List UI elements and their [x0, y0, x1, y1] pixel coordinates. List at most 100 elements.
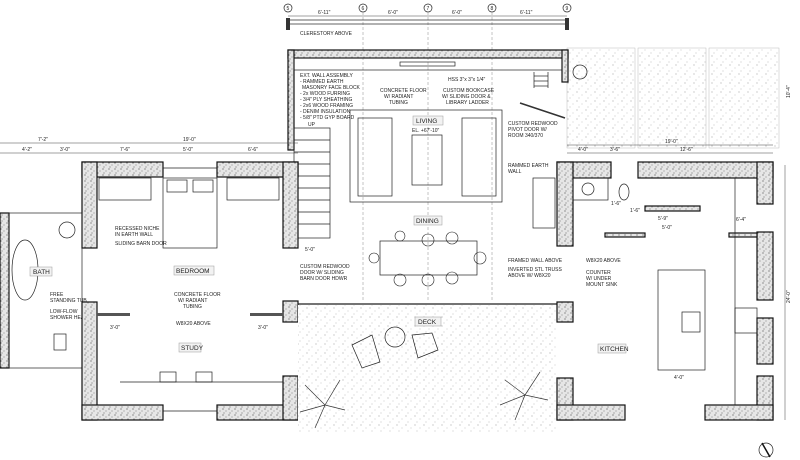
- note-truss: INVERTED STL TRUSS ABOVE W/ W8X20: [508, 267, 562, 279]
- dimension: 4'-2": [22, 147, 32, 153]
- dimension: 5'-0": [183, 147, 193, 153]
- lounge-chair: [351, 334, 381, 369]
- grid-marker: 5: [287, 6, 290, 12]
- note-sliding-barn: SLIDING BARN DOOR: [115, 241, 167, 247]
- dining-chairs: [368, 230, 487, 287]
- dining-table: [379, 240, 478, 276]
- svg-text:- 2x6 WOOD FRAMING: - 2x6 WOOD FRAMING: [300, 103, 353, 109]
- svg-text:DOOR W/ SLIDING: DOOR W/ SLIDING: [300, 270, 344, 276]
- svg-text:COUNTER: COUNTER: [586, 270, 611, 276]
- dimension: 19'-0": [665, 139, 678, 145]
- grid-marker: 6: [362, 6, 365, 12]
- wall: [81, 161, 98, 249]
- svg-text:LIBRARY LADDER: LIBRARY LADDER: [446, 100, 489, 106]
- svg-text:CUSTOM REDWOOD: CUSTOM REDWOOD: [508, 121, 558, 127]
- dimension: 6'-11": [318, 10, 331, 16]
- svg-text:IN EARTH WALL: IN EARTH WALL: [115, 232, 153, 238]
- living-elevation: EL. +67'-10": [412, 128, 440, 134]
- dimension: 7'-2": [38, 137, 48, 143]
- room-label-bath: BATH: [33, 269, 50, 276]
- plant-icon: [572, 64, 588, 80]
- closet: [226, 177, 280, 201]
- svg-text:MASONRY FACE BLOCK: MASONRY FACE BLOCK: [302, 85, 361, 91]
- pivot-door: [519, 102, 566, 119]
- wall: [556, 301, 574, 323]
- svg-text:ABOVE W/ W8X20: ABOVE W/ W8X20: [508, 273, 551, 279]
- stair: UP: [293, 122, 331, 239]
- island-sink: [681, 311, 701, 333]
- room-label-living: LIVING: [416, 118, 437, 125]
- bookcase: [293, 57, 563, 71]
- wall: [756, 317, 774, 365]
- wall: [561, 49, 569, 83]
- wall: [282, 300, 299, 323]
- stair-up-label: UP: [308, 122, 316, 128]
- svg-text:INVERTED STL TRUSS: INVERTED STL TRUSS: [508, 267, 562, 273]
- rug: [349, 109, 503, 203]
- note-redwood-door: CUSTOM REDWOOD DOOR W/ SLIDING BARN DOOR…: [300, 264, 350, 282]
- wall: [556, 161, 574, 247]
- note-counter: COUNTER W/ UNDER MOUNT SINK: [586, 270, 618, 288]
- wall: [556, 404, 626, 421]
- sink: [58, 221, 76, 239]
- palm-icon: [299, 371, 549, 429]
- svg-text:FREE: FREE: [50, 292, 64, 298]
- wall: [756, 161, 774, 205]
- svg-text:BARN DOOR HDWR: BARN DOOR HDWR: [300, 276, 348, 282]
- wall: [0, 212, 10, 369]
- sink: [572, 177, 609, 201]
- bath-room: [8, 212, 83, 369]
- svg-text:TUBING: TUBING: [183, 304, 202, 310]
- note-bookcase: CUSTOM BOOKCASE W/ SLIDING DOOR & LIBRAR…: [442, 88, 495, 106]
- svg-text:- RAMMED EARTH: - RAMMED EARTH: [300, 79, 344, 85]
- room-label-study: STUDY: [181, 345, 204, 352]
- svg-text:CONCRETE FLOOR: CONCRETE FLOOR: [380, 88, 427, 94]
- note-ext-wall: EXT. WALL ASSEMBLY - RAMMED EARTH MASONR…: [300, 73, 361, 121]
- coffee-table: [411, 134, 443, 186]
- dimension: 7'-6": [120, 147, 130, 153]
- svg-text:STANDING TUB: STANDING TUB: [50, 298, 87, 304]
- dimension: 3'-6": [610, 147, 620, 153]
- svg-text:W/ SLIDING DOOR &: W/ SLIDING DOOR &: [442, 94, 491, 100]
- wall: [287, 49, 569, 59]
- dimension: 4'-0": [674, 375, 684, 381]
- bed: [162, 177, 218, 249]
- dimension: 19'-0": [183, 137, 196, 143]
- dimension: 24'-0": [786, 290, 792, 303]
- grid-marker: 7: [427, 6, 430, 12]
- svg-text:W/ RADIANT: W/ RADIANT: [178, 298, 207, 304]
- dimension: 5'-9": [658, 216, 668, 222]
- note-clerestory: CLERESTORY ABOVE: [300, 31, 353, 37]
- room-label-kitchen: KITCHEN: [600, 346, 629, 353]
- wall: [756, 231, 774, 301]
- dimension: 6'-0": [452, 10, 462, 16]
- svg-text:- 3/4" PLY SHEATHING: - 3/4" PLY SHEATHING: [300, 97, 352, 103]
- note-framed-wall: FRAMED WALL ABOVE: [508, 258, 563, 264]
- room-label-dining: DINING: [416, 218, 439, 225]
- north-arrow-icon: [758, 442, 774, 458]
- svg-text:ROOM 340/370: ROOM 340/370: [508, 133, 543, 139]
- note-w8x20: W8X20 ABOVE: [176, 321, 211, 327]
- dimension: 5'-0": [662, 225, 672, 231]
- svg-text:W/ RADIANT: W/ RADIANT: [384, 94, 413, 100]
- deck-area: [298, 305, 558, 433]
- note-concrete-floor: CONCRETE FLOOR W/ RADIANT TUBING: [380, 88, 427, 106]
- dimension: 1'-6": [611, 201, 621, 207]
- note-concrete-bed: CONCRETE FLOOR W/ RADIANT TUBING: [174, 292, 221, 310]
- grid-marker: 9: [566, 6, 569, 12]
- wall: [637, 161, 774, 179]
- room-label-bedroom: BEDROOM: [176, 268, 210, 275]
- toilet: [53, 333, 67, 351]
- dimension: 10'-4": [786, 85, 792, 98]
- svg-text:RAMMED EARTH: RAMMED EARTH: [508, 163, 549, 169]
- svg-text:- 5/8" PTD GYP BOARD: - 5/8" PTD GYP BOARD: [300, 115, 355, 121]
- note-pivot-door: CUSTOM REDWOOD PIVOT DOOR W/ ROOM 340/37…: [508, 121, 558, 139]
- svg-text:SHOWER HEAD: SHOWER HEAD: [50, 315, 88, 321]
- dimension: 3'-0": [60, 147, 70, 153]
- svg-text:- DENIM INSULATION: - DENIM INSULATION: [300, 109, 351, 115]
- range-cooktop: [532, 177, 556, 229]
- svg-text:LOW-FLOW: LOW-FLOW: [50, 309, 78, 315]
